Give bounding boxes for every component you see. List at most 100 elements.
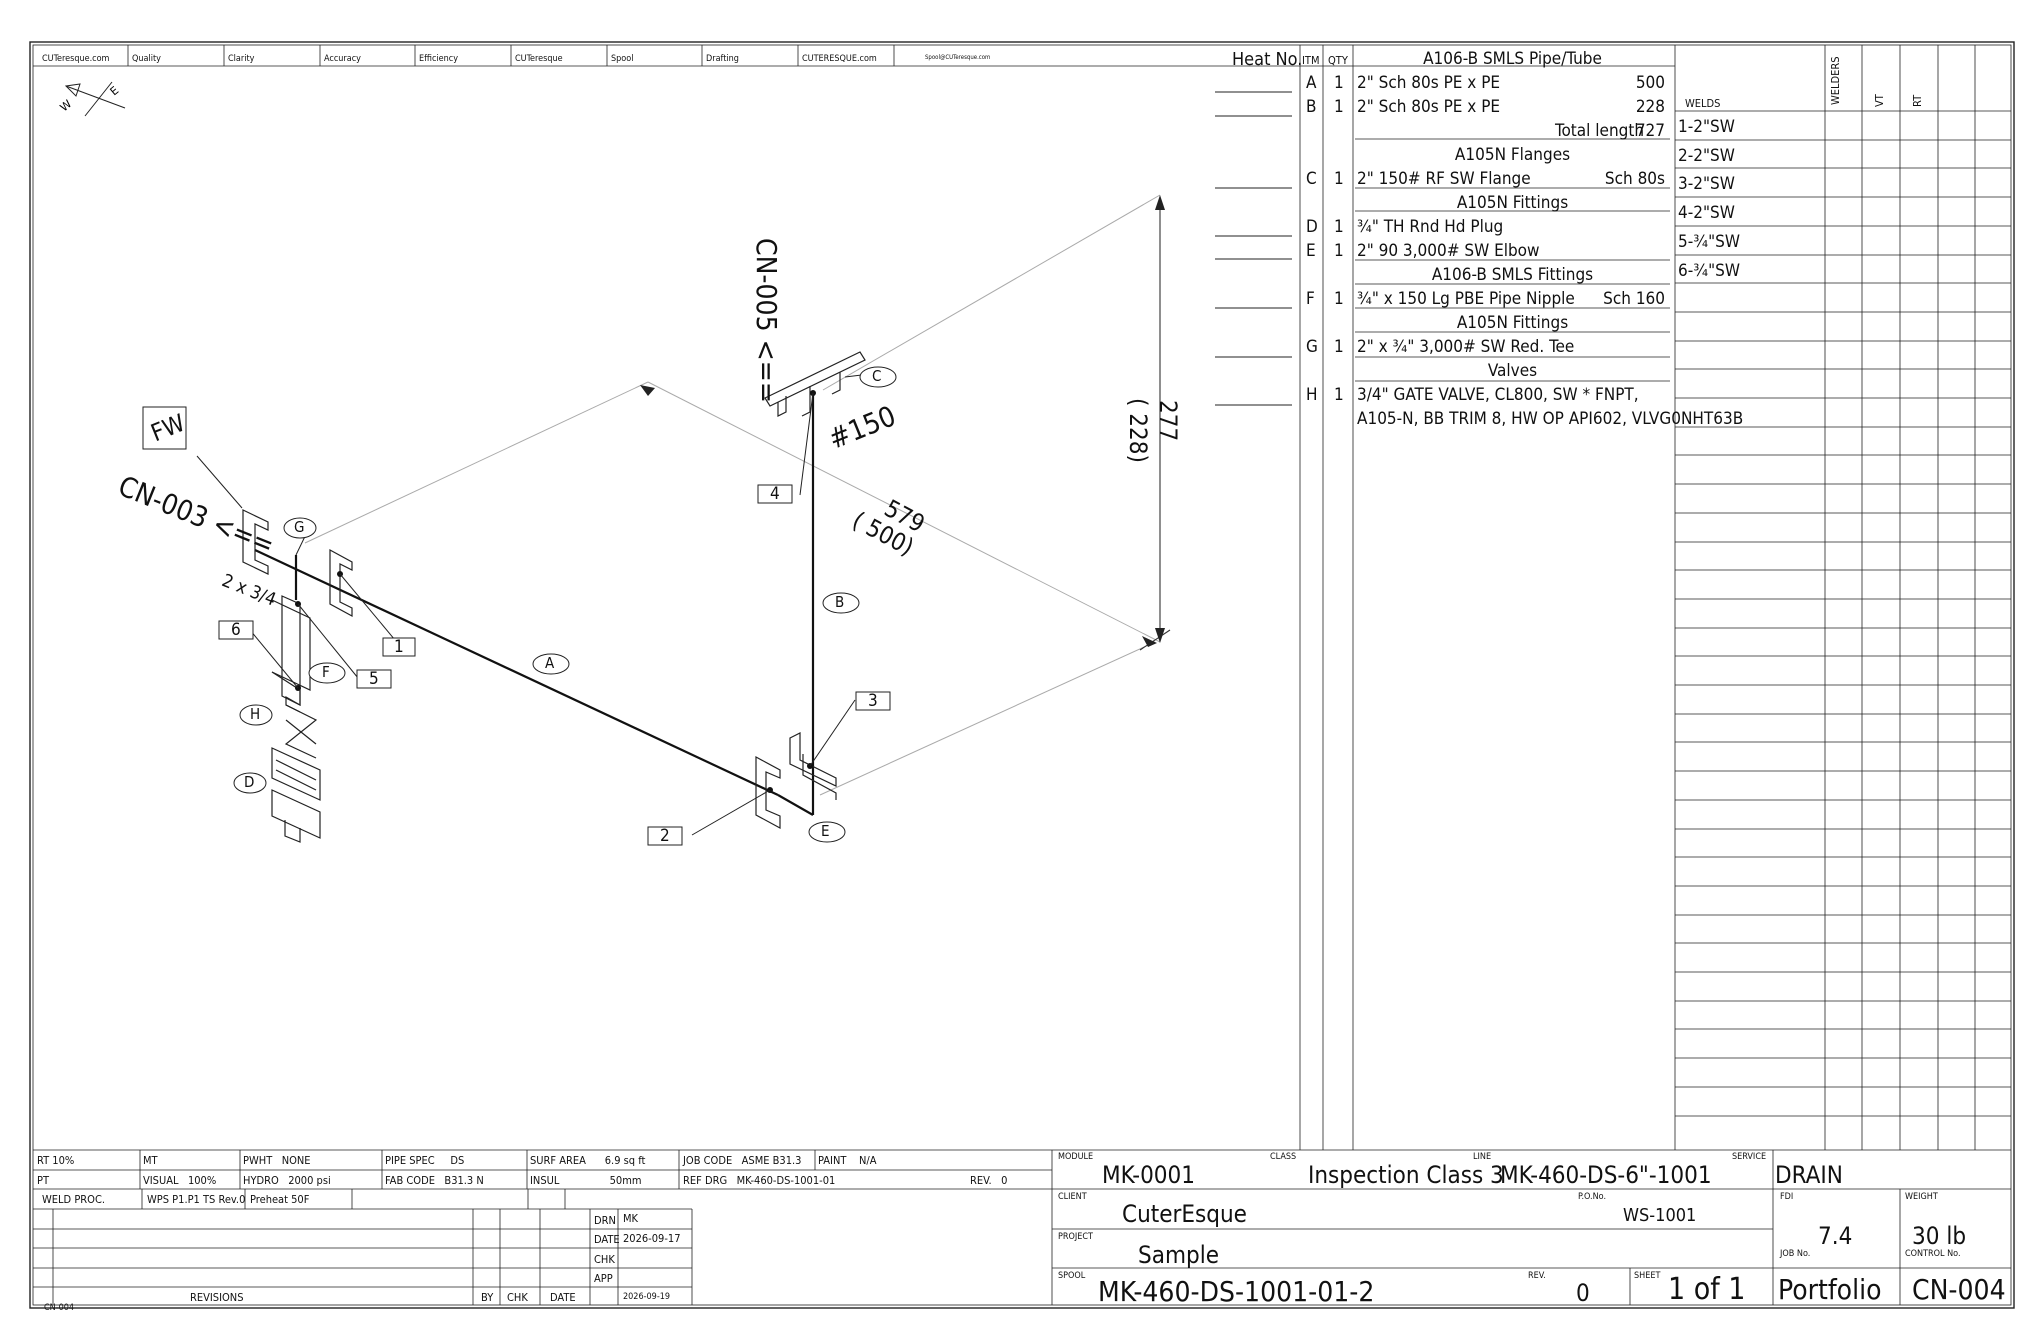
insp-surf-area: SURF AREA 6.9 sq ft bbox=[530, 1154, 646, 1167]
bom-section-header: A106-B SMLS Fittings bbox=[1431, 265, 1594, 285]
preheat: Preheat 50F bbox=[250, 1193, 310, 1206]
header-tag-7: Spool bbox=[611, 54, 634, 64]
service-label: SERVICE bbox=[1732, 1152, 1767, 1162]
weld-list-item: 4-2"SW bbox=[1678, 203, 1735, 223]
weld-tag-2: 2 bbox=[660, 826, 670, 846]
bom-section-header: A105N Fittings bbox=[1456, 193, 1569, 213]
drn-value: MK bbox=[623, 1212, 639, 1225]
bom-item-qty: 1 bbox=[1334, 169, 1344, 189]
job-value: Portfolio bbox=[1778, 1273, 1882, 1306]
project-value: Sample bbox=[1138, 1241, 1219, 1269]
po-label: P.O.No. bbox=[1578, 1192, 1607, 1202]
vt-col-label: VT bbox=[1873, 94, 1886, 107]
welds-col-label: WELDS bbox=[1685, 97, 1721, 110]
bom-section-header: A105N Flanges bbox=[1454, 145, 1571, 165]
bom-item-letter: G bbox=[1306, 337, 1318, 357]
insp-insul: INSUL 50mm bbox=[530, 1174, 642, 1187]
bom-item-desc: 2" Sch 80s PE x PE bbox=[1357, 73, 1501, 93]
weld-list-item: 1-2"SW bbox=[1678, 117, 1735, 137]
drn-label: DRN bbox=[594, 1214, 616, 1227]
module-value: MK-0001 bbox=[1102, 1161, 1195, 1189]
control-value: CN-004 bbox=[1912, 1273, 2006, 1306]
insp-mt: MT bbox=[143, 1154, 158, 1167]
date-label: DATE bbox=[594, 1233, 620, 1246]
item-bubble-c: C bbox=[872, 367, 882, 385]
rev-label: REV. bbox=[1528, 1271, 1546, 1281]
bom-item-qty: 1 bbox=[1334, 337, 1344, 357]
class-value: Inspection Class 3 bbox=[1308, 1161, 1504, 1189]
bom-item-letter: E bbox=[1306, 241, 1316, 261]
rev-date: DATE bbox=[550, 1291, 576, 1304]
rt-col-label: RT bbox=[1911, 94, 1924, 107]
item-bubble-b: B bbox=[835, 593, 845, 611]
bom-item-letter: D bbox=[1306, 217, 1318, 237]
item-bubble-d: D bbox=[244, 773, 255, 791]
insp-hydro: HYDRO 2000 psi bbox=[243, 1174, 331, 1187]
sheet-label: SHEET bbox=[1634, 1271, 1661, 1281]
bom-item-desc: Total length bbox=[1555, 121, 1645, 141]
weld-list-item: 2-2"SW bbox=[1678, 146, 1735, 166]
insp-pipe-spec: PIPE SPEC DS bbox=[385, 1154, 465, 1167]
insp-paint: PAINT N/A bbox=[818, 1154, 877, 1167]
insp-fab-code: FAB CODE B31.3 N bbox=[385, 1174, 484, 1187]
weld-proc-label: WELD PROC. bbox=[42, 1193, 105, 1206]
bom-item-desc: 2" Sch 80s PE x PE bbox=[1357, 97, 1501, 117]
north-arrow-e: E bbox=[108, 84, 122, 98]
bom-item-qty: 1 bbox=[1334, 241, 1344, 261]
weld-tag-4: 4 bbox=[770, 484, 780, 504]
insp-job-code: JOB CODE ASME B31.3 bbox=[683, 1154, 802, 1167]
module-label: MODULE bbox=[1058, 1152, 1094, 1162]
item-bubble-g: G bbox=[294, 518, 305, 536]
header-tag-3: Clarity bbox=[228, 54, 255, 64]
weld-tag-6: 6 bbox=[231, 620, 241, 640]
item-bubble-e: E bbox=[821, 822, 830, 840]
client-value: CuterEsque bbox=[1122, 1200, 1247, 1228]
welders-col-label: WELDERS bbox=[1829, 56, 1842, 105]
service-value: DRAIN bbox=[1775, 1161, 1843, 1189]
spool-label: SPOOL bbox=[1058, 1271, 1086, 1281]
line-value: MK-460-DS-6"-1001 bbox=[1500, 1161, 1712, 1189]
item-bubble-a: A bbox=[545, 654, 555, 672]
footer-code: CN-004 bbox=[44, 1303, 75, 1313]
client-label: CLIENT bbox=[1058, 1192, 1087, 1202]
header-tag-4: Accuracy bbox=[324, 54, 361, 64]
bom-item-right: Sch 80s bbox=[1604, 169, 1665, 189]
bom-item-desc: A105-N, BB TRIM 8, HW OP API602, VLVG0NH… bbox=[1357, 409, 1744, 429]
bom-item-desc: 2" 90 3,000# SW Elbow bbox=[1357, 241, 1540, 261]
connection-cn005: CN-005 <== bbox=[750, 238, 783, 403]
bom-item-qty: 1 bbox=[1334, 217, 1344, 237]
bom-item-letter: B bbox=[1306, 97, 1317, 117]
weld-tag-5: 5 bbox=[369, 669, 379, 689]
bom-item-letter: A bbox=[1306, 73, 1317, 93]
bom-item-qty: 1 bbox=[1334, 289, 1344, 309]
north-arrow-w: W bbox=[58, 97, 75, 114]
sheet-value: 1 of 1 bbox=[1668, 1272, 1746, 1307]
bom-item-right: 727 bbox=[1635, 121, 1665, 141]
insp-rev: REV. 0 bbox=[970, 1174, 1008, 1187]
control-label: CONTROL No. bbox=[1905, 1249, 1961, 1259]
weld-list-item: 3-2"SW bbox=[1678, 174, 1735, 194]
header-tag-6: CUTeresque bbox=[515, 54, 563, 64]
item-bubble-h: H bbox=[250, 705, 261, 723]
app-label: APP bbox=[594, 1272, 613, 1285]
weld-tag-1: 1 bbox=[394, 637, 404, 657]
weld-list-item: 5-¾"SW bbox=[1678, 232, 1740, 252]
weld-proc: WPS P1.P1 TS Rev.0 bbox=[147, 1193, 246, 1206]
header-tag-2: Quality bbox=[132, 54, 161, 64]
revisions-label: REVISIONS bbox=[190, 1291, 244, 1304]
header-tag-1: CUTeresque.com bbox=[42, 54, 110, 64]
insp-ref-drg: REF DRG MK-460-DS-1001-01 bbox=[683, 1174, 836, 1187]
app-date: 2026-09-19 bbox=[623, 1292, 671, 1302]
header-tag-8: Drafting bbox=[706, 54, 739, 64]
bom-item-desc: ¾" x 150 Lg PBE Pipe Nipple bbox=[1357, 289, 1575, 309]
bom-col-qty: QTY bbox=[1328, 54, 1348, 67]
bom-section-header: A106-B SMLS Pipe/Tube bbox=[1423, 49, 1602, 69]
bom-section-header: Valves bbox=[1487, 361, 1538, 381]
insp-pwht: PWHT NONE bbox=[243, 1154, 311, 1167]
spool-value: MK-460-DS-1001-01-2 bbox=[1098, 1275, 1375, 1308]
header-tag-10: Spool@CUTeresque.com bbox=[925, 54, 991, 61]
bom-item-qty: 1 bbox=[1334, 97, 1344, 117]
date-value: 2026-09-17 bbox=[623, 1232, 681, 1245]
header-tag-5: Efficiency bbox=[419, 54, 459, 64]
bom-item-letter: F bbox=[1306, 289, 1315, 309]
